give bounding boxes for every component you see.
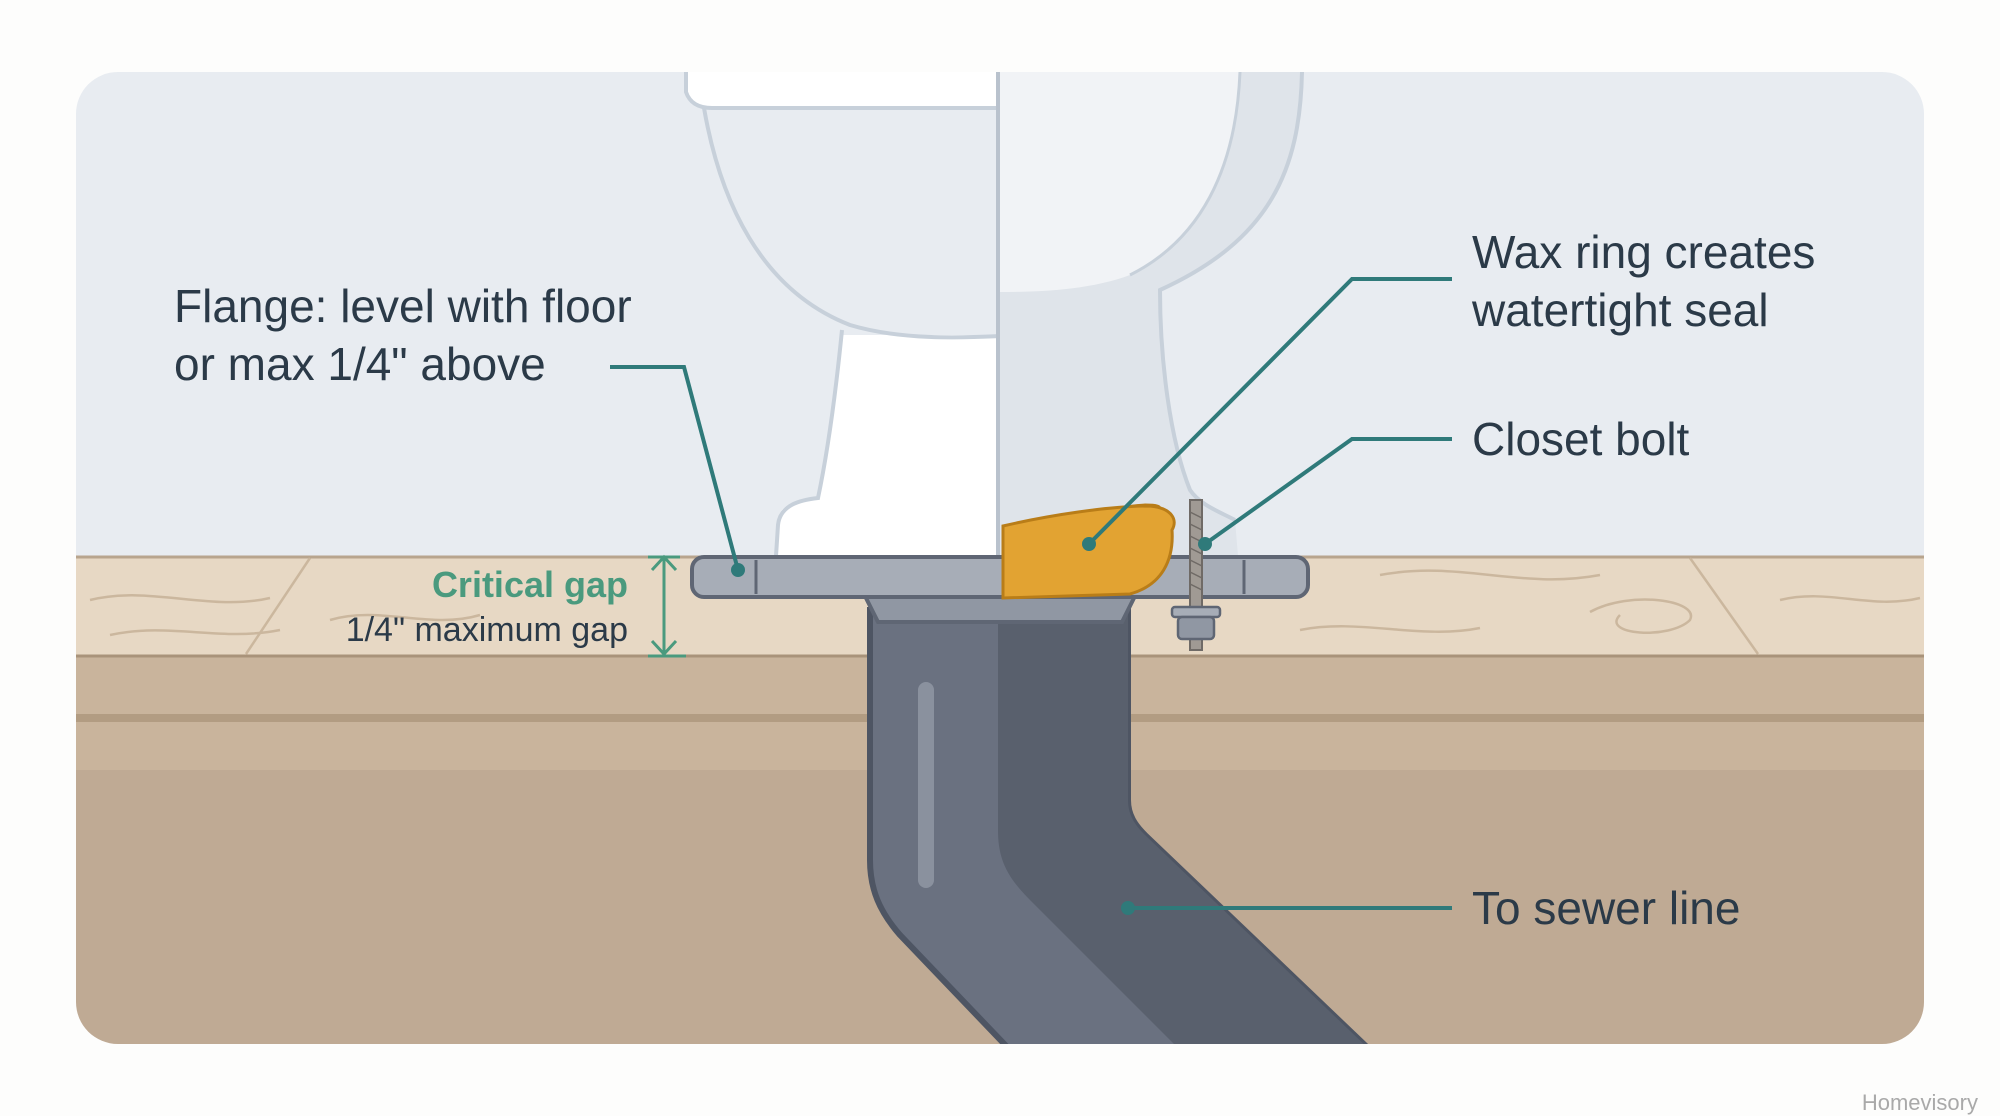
callout-dots (731, 537, 1212, 915)
wax-ring-label-line2: watertight seal (1471, 284, 1769, 336)
floor-wood-grain (89, 557, 1921, 655)
wax-ring-label-line1: Wax ring creates (1472, 226, 1815, 278)
critical-gap-title: Critical gap (432, 564, 628, 605)
drain-pipe (867, 607, 1378, 1044)
critical-gap-subtitle: 1/4" maximum gap (346, 611, 628, 649)
flange-plate (690, 555, 1310, 599)
brand-watermark: Homevisory (1862, 1090, 1978, 1115)
flange-label-line2: or max 1/4" above (174, 338, 546, 390)
callout-leaders (610, 277, 1452, 910)
toilet-exterior-half (684, 72, 998, 557)
sewer-line-label: To sewer line (1472, 882, 1740, 934)
diagram-panel (76, 72, 1924, 1044)
gap-indicator (648, 554, 686, 658)
flange-label-line1: Flange: level with floor (174, 280, 632, 332)
closet-bolt (1170, 499, 1222, 651)
closet-bolt-label: Closet bolt (1472, 413, 1690, 465)
toilet-cutaway-half (1000, 72, 1304, 556)
